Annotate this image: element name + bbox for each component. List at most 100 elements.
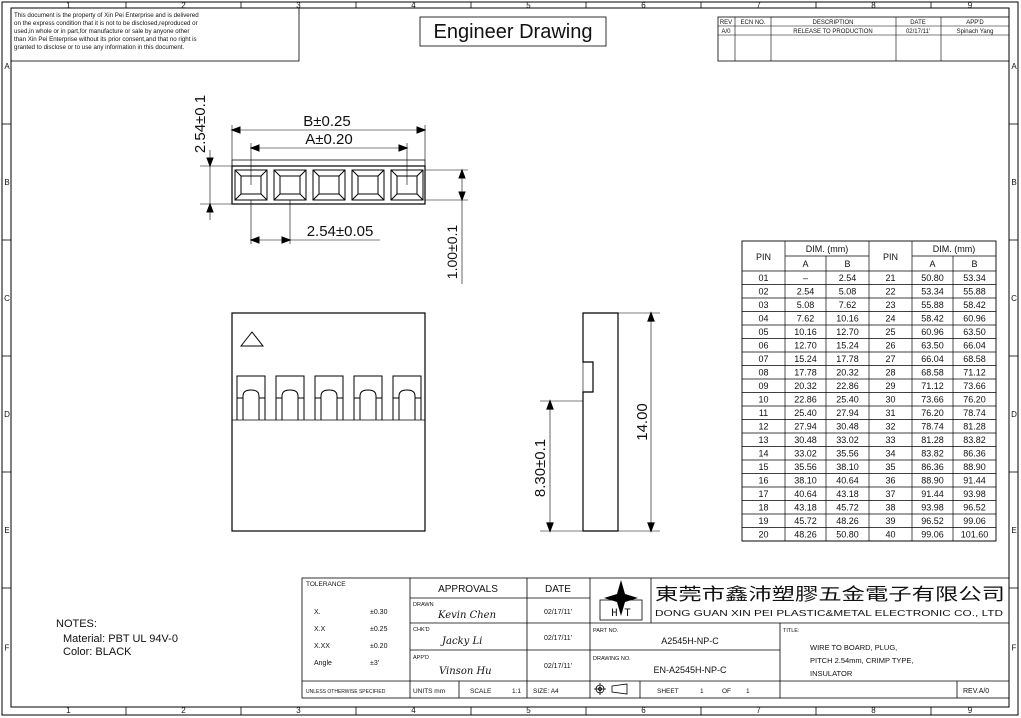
- table-cell: 38.10: [836, 462, 859, 472]
- tolerance-footer: UNLESS OTHERWISE SPECIFIED: [306, 689, 386, 695]
- date-value: 02/17/11': [906, 29, 930, 35]
- top-view: [200, 125, 468, 284]
- table-cell: 78.74: [963, 408, 986, 418]
- table-cell: 06: [758, 341, 768, 351]
- table-cell: 93.98: [921, 503, 944, 513]
- table-cell: 23: [885, 300, 895, 310]
- dim-lower-height-label: 8.30±0.1: [532, 439, 549, 497]
- table-cell: 45.72: [836, 503, 859, 513]
- of-label: OF: [722, 688, 731, 695]
- proprietary-notice: This document is the property of Xin Pei…: [10, 7, 300, 62]
- table-cell: 30.48: [836, 422, 859, 432]
- table-cell: 7.62: [797, 314, 815, 324]
- table-cell: 01: [758, 273, 768, 283]
- tolerance-angle-val: ±3': [370, 660, 379, 667]
- part-title-line: INSULATOR: [810, 669, 853, 678]
- table-cell: 83.82: [963, 435, 986, 445]
- zone-letter: A: [4, 62, 10, 71]
- table-cell: 20.32: [836, 368, 859, 378]
- table-cell: 30.48: [794, 435, 817, 445]
- table-cell: 101.60: [961, 530, 989, 540]
- table-cell: 12: [758, 422, 768, 432]
- zone-number: 6: [641, 706, 646, 715]
- table-cell: 81.28: [921, 435, 944, 445]
- zone-letter: F: [1012, 644, 1017, 653]
- dim-a-label: A±0.20: [305, 131, 352, 148]
- sheet-size: SIZE: A4: [533, 688, 559, 695]
- zone-letter: E: [1011, 526, 1016, 535]
- rev-value: A/0: [721, 29, 731, 35]
- table-cell: 22.86: [836, 381, 859, 391]
- drawn-label: DRAWN: [413, 602, 434, 608]
- zone-number: 3: [296, 706, 301, 715]
- table-cell: 58.42: [963, 300, 986, 310]
- drawn-date: 02/17/11': [544, 609, 572, 616]
- table-cell: 22.86: [794, 395, 817, 405]
- zone-letter: F: [5, 644, 10, 653]
- dim-a-header: A: [929, 259, 935, 269]
- zone-letter: A: [1011, 62, 1017, 71]
- table-cell: 48.26: [794, 530, 817, 540]
- table-cell: 96.52: [963, 503, 986, 513]
- zone-number: 8: [871, 706, 876, 715]
- zone-number: 2: [181, 1, 186, 10]
- table-cell: 60.96: [963, 314, 986, 324]
- dim-header: DIM. (mm): [933, 244, 976, 254]
- table-cell: 27: [885, 354, 895, 364]
- table-cell: 83.82: [921, 449, 944, 459]
- tolerance-xxx-val: ±0.20: [370, 643, 388, 650]
- zone-letter: D: [4, 410, 10, 419]
- table-cell: 53.34: [963, 273, 986, 283]
- table-cell: 27.94: [836, 408, 859, 418]
- table-cell: 99.06: [921, 530, 944, 540]
- notice-line: on the express condition that it is not …: [14, 20, 198, 27]
- date-header: DATE: [910, 20, 926, 26]
- approvals-date-header: DATE: [545, 584, 571, 595]
- table-cell: 91.44: [921, 489, 944, 499]
- appd-header: APP'D: [966, 20, 984, 26]
- zone-number: 1: [66, 706, 71, 715]
- tolerance-xx: X.X: [314, 626, 326, 633]
- zone-number: 1: [66, 1, 71, 10]
- table-cell: 17.78: [836, 354, 859, 364]
- approvals-title: APPROVALS: [438, 584, 498, 595]
- table-cell: 5.08: [839, 287, 857, 297]
- table-cell: 73.66: [921, 395, 944, 405]
- table-cell: 07: [758, 354, 768, 364]
- notes-color: Color: BLACK: [63, 646, 132, 658]
- dim-overall-height-label: 14.00: [634, 403, 651, 441]
- table-cell: 25.40: [794, 408, 817, 418]
- table-cell: 48.26: [836, 516, 859, 526]
- table-cell: –: [803, 273, 808, 283]
- table-cell: 2.54: [839, 273, 857, 283]
- notice-line: than Xin Pei Enterprise without its prio…: [14, 36, 197, 43]
- part-no: A2545H-NP-C: [661, 636, 719, 646]
- table-cell: 66.04: [963, 341, 986, 351]
- table-cell: 33.02: [836, 435, 859, 445]
- table-cell: 32: [885, 422, 895, 432]
- cavity: [273, 169, 307, 201]
- zone-number: 3: [296, 1, 301, 10]
- table-cell: 17: [758, 489, 768, 499]
- table-cell: 21: [885, 273, 895, 283]
- table-cell: 25: [885, 327, 895, 337]
- sheet-number: 1: [700, 688, 704, 695]
- table-cell: 31: [885, 408, 895, 418]
- table-cell: 39: [885, 516, 895, 526]
- table-cell: 35.56: [836, 449, 859, 459]
- notice-line: This document is the property of Xin Pei…: [14, 12, 199, 19]
- pin-header: PIN: [883, 252, 898, 262]
- table-cell: 38.10: [794, 476, 817, 486]
- drawing-no-label: DRAWING NO.: [593, 656, 631, 662]
- dim-pitch-label: 2.54±0.05: [307, 223, 374, 240]
- table-cell: 19: [758, 516, 768, 526]
- zone-number: 6: [641, 1, 646, 10]
- table-cell: 71.12: [963, 368, 986, 378]
- description-header: DESCRIPTION: [812, 20, 853, 26]
- zone-number: 2: [181, 706, 186, 715]
- table-cell: 76.20: [963, 395, 986, 405]
- description-value: RELEASE TO PRODUCTION: [793, 29, 872, 35]
- terminal-slot: [314, 375, 344, 420]
- revision-table: REV ECN NO. DESCRIPTION DATE APP'D A/0 R…: [717, 16, 1010, 62]
